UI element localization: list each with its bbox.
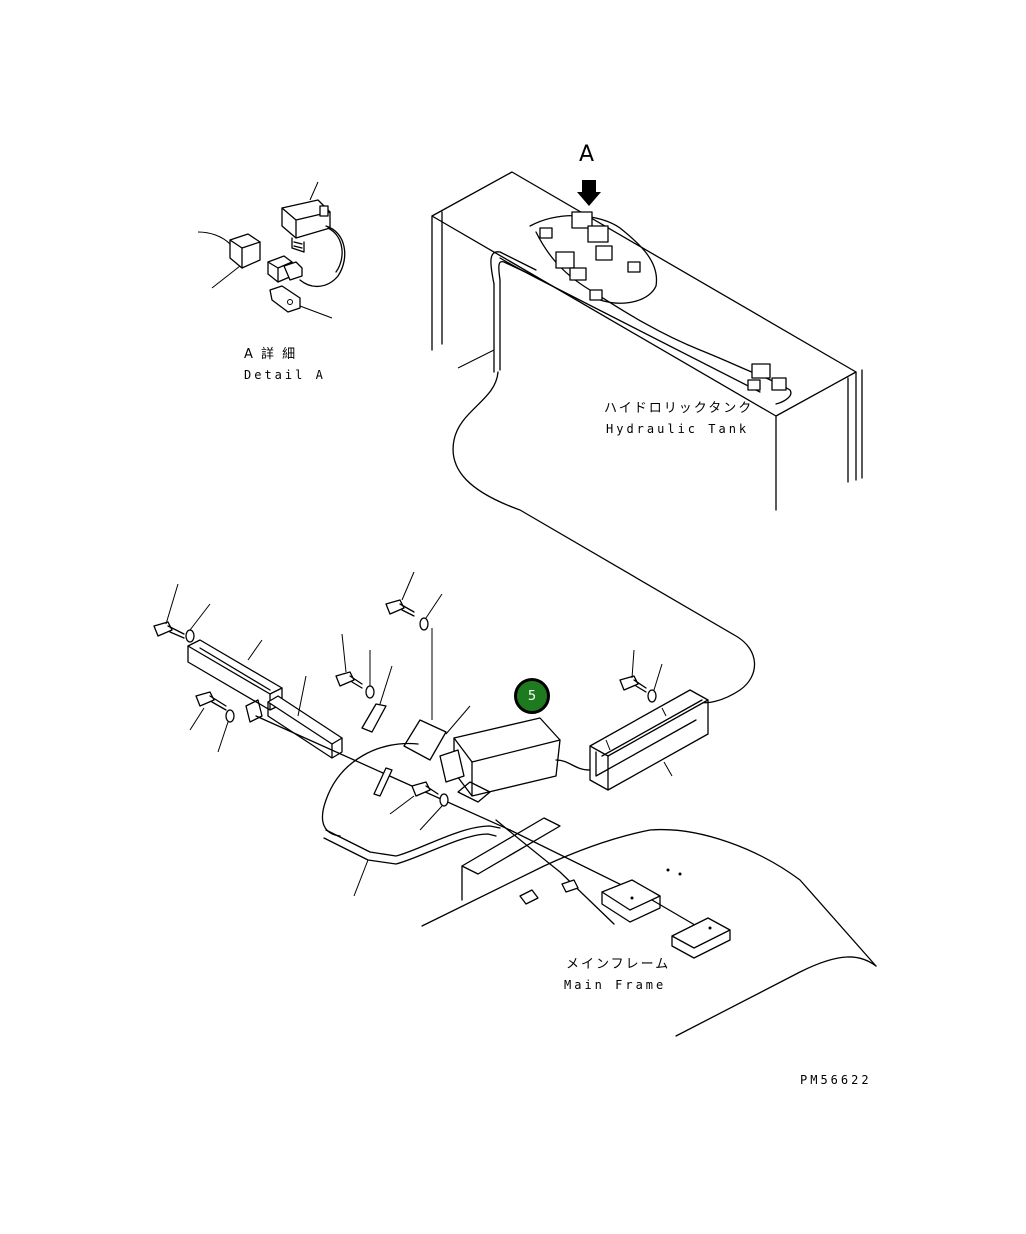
hydraulic-tank-label-en: Hydraulic Tank	[606, 422, 750, 436]
drawing-number: PM56622	[800, 1073, 872, 1087]
detail-a-title-en: Detail A	[244, 368, 326, 382]
view-arrow-icon	[577, 180, 601, 206]
main-frame-label-jp: メインフレーム	[566, 957, 671, 972]
view-marker-letter: A	[579, 142, 595, 167]
detail-a-illustration	[197, 181, 346, 319]
hydraulic-tank-label-jp: ハイドロリックタンク	[604, 401, 754, 416]
main-frame-label-en: Main Frame	[564, 978, 667, 992]
main-frame-outline	[421, 817, 877, 1037]
part-5-box	[439, 717, 591, 797]
mounting-hardware	[153, 571, 709, 831]
detail-a-title-jp: A 詳 細	[244, 347, 298, 362]
part-5-callout[interactable]: 5	[514, 678, 550, 714]
hydraulic-tank-outline	[431, 171, 863, 511]
wiring-harness	[452, 371, 756, 704]
